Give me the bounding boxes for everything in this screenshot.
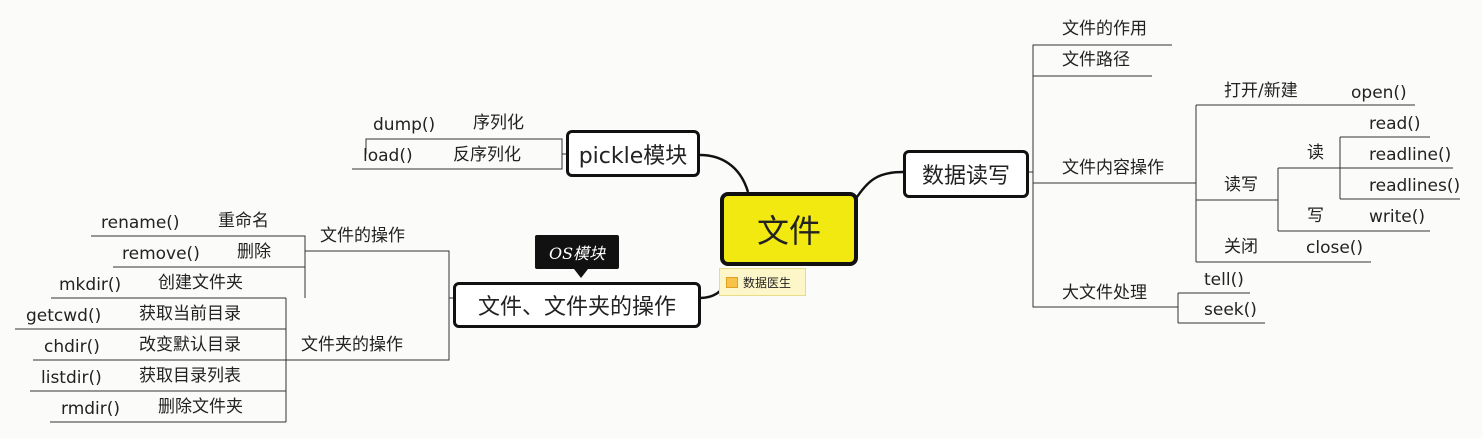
readline-fn[interactable]: readline()	[1369, 145, 1452, 165]
file-purpose-label[interactable]: 文件的作用	[1062, 19, 1147, 39]
data-rw-node[interactable]: 数据读写	[903, 150, 1029, 198]
remove-fn[interactable]: remove()	[122, 244, 200, 264]
readlines-fn[interactable]: readlines()	[1369, 176, 1461, 196]
listdir-desc[interactable]: 获取目录列表	[139, 366, 241, 386]
close-fn[interactable]: close()	[1306, 238, 1364, 258]
bigfile-label[interactable]: 大文件处理	[1062, 283, 1147, 303]
write-fn[interactable]: write()	[1369, 207, 1426, 227]
readwrite-label[interactable]: 读写	[1224, 175, 1258, 195]
file-path-label[interactable]: 文件路径	[1062, 50, 1130, 70]
pickle-load-fn[interactable]: load()	[363, 146, 413, 166]
read-label[interactable]: 读	[1307, 143, 1324, 163]
getcwd-fn[interactable]: getcwd()	[26, 306, 102, 326]
remove-desc[interactable]: 删除	[237, 242, 271, 262]
dir-ops-label[interactable]: 文件夹的操作	[301, 335, 403, 355]
rmdir-desc[interactable]: 删除文件夹	[158, 397, 243, 417]
os-module-callout: OS模块	[535, 235, 619, 278]
read-fn[interactable]: read()	[1369, 114, 1421, 134]
chdir-fn[interactable]: chdir()	[44, 337, 100, 357]
pickle-dump-fn[interactable]: dump()	[373, 115, 436, 135]
note-badge[interactable]: 数据医生	[719, 268, 806, 296]
os-ops-node[interactable]: 文件、文件夹的操作	[453, 282, 701, 328]
chdir-desc[interactable]: 改变默认目录	[139, 335, 241, 355]
tell-fn[interactable]: tell()	[1204, 270, 1244, 290]
pickle-dump-desc[interactable]: 序列化	[473, 113, 524, 133]
listdir-fn[interactable]: listdir()	[41, 368, 102, 388]
close-label[interactable]: 关闭	[1224, 237, 1258, 257]
rename-desc[interactable]: 重命名	[218, 211, 269, 231]
root-node[interactable]: 文件	[720, 192, 858, 266]
note-text: 数据医生	[743, 275, 792, 290]
file-ops-label[interactable]: 文件的操作	[320, 226, 405, 246]
open-label[interactable]: 打开/新建	[1224, 81, 1298, 101]
rmdir-fn[interactable]: rmdir()	[61, 399, 121, 419]
open-fn[interactable]: open()	[1351, 83, 1407, 103]
mkdir-desc[interactable]: 创建文件夹	[158, 273, 243, 293]
mkdir-fn[interactable]: mkdir()	[59, 275, 122, 295]
content-ops-label[interactable]: 文件内容操作	[1062, 158, 1164, 178]
pickle-load-desc[interactable]: 反序列化	[453, 145, 521, 165]
seek-fn[interactable]: seek()	[1204, 300, 1257, 320]
pickle-node[interactable]: pickle模块	[566, 130, 700, 177]
write-label[interactable]: 写	[1307, 206, 1324, 226]
note-icon	[726, 276, 738, 288]
rename-fn[interactable]: rename()	[101, 213, 180, 233]
getcwd-desc[interactable]: 获取当前目录	[139, 304, 241, 324]
